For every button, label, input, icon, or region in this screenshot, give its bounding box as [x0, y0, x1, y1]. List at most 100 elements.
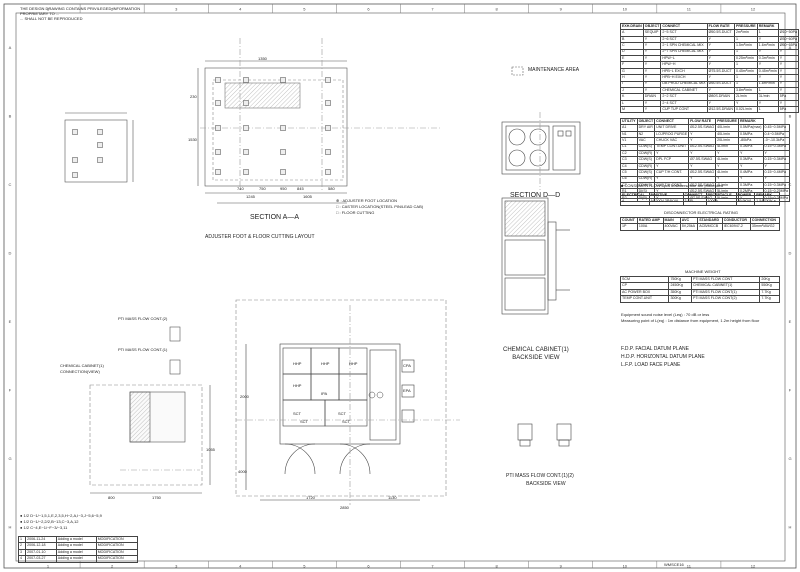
- legend-caster: □ : CASTER LOCATION(STEEL PIN/LEAD CAB): [336, 204, 424, 209]
- adjuster-foot-pad: [72, 157, 78, 163]
- plan-cell: SCT: [300, 419, 308, 424]
- maintenance-area-swatch: [511, 66, 524, 76]
- grid-column-label: 5: [303, 7, 306, 12]
- grid-column-label: 1: [47, 564, 50, 569]
- plan-cell: HHP: [321, 361, 330, 366]
- table-cell: J: [620, 86, 644, 95]
- main-equipment-plan: [235, 299, 460, 505]
- adjuster-foot-pad: [215, 169, 221, 175]
- adjuster-foot-pad: [243, 149, 249, 155]
- bottom-note: ● 1/2 C~4,E~1/~F~3/~3,11: [20, 525, 68, 530]
- adjuster-foot-pad: [215, 149, 221, 155]
- table-cell: Y: [706, 99, 735, 108]
- table-cell: 5V,25kA: [679, 223, 699, 231]
- grid-column-label: 1: [47, 7, 50, 12]
- plan-cell: HHP: [349, 361, 358, 366]
- dim-label: 740: [237, 186, 244, 191]
- plane-lfp: L.F.P. LOAD FACE PLANE: [621, 362, 681, 368]
- grid-column-label: 9: [560, 564, 563, 569]
- table-cell: TEMP CONT.UNIT: [619, 295, 670, 303]
- grid-column-label: 6: [367, 7, 370, 12]
- grid-column-label: 10: [623, 564, 628, 569]
- cabinet-view-subtitle: BACKSIDE VIEW: [512, 355, 560, 361]
- adjuster-foot-pad: [325, 125, 331, 131]
- table-cell: K: [620, 93, 644, 101]
- dim-label: 1245: [246, 194, 255, 199]
- table-cell: Y: [777, 61, 800, 69]
- adjuster-foot-pad: [243, 77, 249, 83]
- grid-column-label: 3: [175, 7, 178, 12]
- grid-column-label: 7: [431, 564, 434, 569]
- table-cell: 1.5A/7KW-a: [754, 198, 780, 206]
- table-cell: ACB/MCCB: [697, 223, 723, 231]
- header-cell: REMARK: [756, 22, 779, 31]
- table-cell: I: [620, 80, 644, 88]
- table-cell: 100A: [636, 223, 664, 231]
- grid-row-label: G: [788, 456, 791, 461]
- adjuster-foot-pad: [325, 169, 331, 175]
- grid-row-label: F: [9, 387, 12, 392]
- header-cell: REMARK: [737, 117, 764, 126]
- table-cell: 20Kg: [759, 275, 780, 284]
- noise-note: Measuring point of L(eq) : 1m distance f…: [621, 318, 760, 323]
- adjuster-foot-pad: [325, 100, 331, 106]
- table-cell: Y: [642, 106, 662, 114]
- table-cell: AC POWER BOX: [619, 288, 670, 297]
- plan-connection-markers: [368, 391, 384, 399]
- adjuster-foot-pad: [243, 100, 249, 106]
- table-cell: 0.02L/min: [733, 106, 758, 114]
- plane-hdp: H.D.P. HORIZONTAL DATUM PLANE: [621, 354, 705, 360]
- dim-label: 2850: [340, 505, 349, 510]
- table-cell: PTI MASS FLOW CONT(2): [690, 295, 761, 303]
- adjuster-foot-pad: [72, 129, 78, 135]
- dim-label: 230: [190, 94, 197, 99]
- grid-row-label: B: [789, 113, 792, 118]
- grid-column-label: 3: [175, 564, 178, 569]
- grid-column-label: 5: [303, 564, 306, 569]
- table-cell: CP: [619, 282, 670, 290]
- adjuster-foot-pad: [97, 157, 103, 163]
- table-cell: Ø12.5S.DRAIN: [706, 106, 735, 114]
- table-cell: CHEMICAL CABINET(1): [690, 282, 761, 290]
- grid-row-label: A: [9, 45, 12, 50]
- plan-cell: CPA: [403, 363, 411, 368]
- grid-column-label: 12: [751, 7, 756, 12]
- small-plan-view: [64, 112, 134, 183]
- drawing-number: WMSCE16: [664, 562, 684, 567]
- table-cell: PTI MASS FLOW CONT: [690, 275, 761, 284]
- section-a-a-title: SECTION A—A: [250, 214, 300, 221]
- section-a-a-subtitle: ADJUSTER FOOT & FLOOR CUTTING LAYOUT: [205, 234, 315, 240]
- table-cell: Y: [777, 67, 800, 76]
- table-cell: 550Kg: [759, 282, 780, 290]
- table-cell: 7.7Kg: [759, 295, 780, 303]
- grid-row-label: E: [789, 319, 792, 324]
- dim-label: 4000: [238, 469, 247, 474]
- table-cell: AC200V 3P4KVA: [648, 198, 684, 206]
- bottom-note: ● 1/2 D~1/~1,5,1,E,2,3,5,H~2,A,I~3,J~5,6…: [20, 513, 102, 518]
- grid-column-label: 8: [496, 564, 499, 569]
- table-cell: A: [620, 198, 650, 206]
- table-cell: F: [620, 61, 644, 69]
- grid-row-label: D: [9, 250, 12, 255]
- grid-row-label: G: [8, 456, 11, 461]
- adjuster-foot-pad: [243, 169, 249, 175]
- dim-label: 1720: [306, 495, 315, 500]
- grid-column-label: 2: [111, 564, 114, 569]
- adjuster-foot-pad: [215, 100, 221, 106]
- legend-floor-cutting: □ : FLOOR CUTTING: [336, 210, 375, 215]
